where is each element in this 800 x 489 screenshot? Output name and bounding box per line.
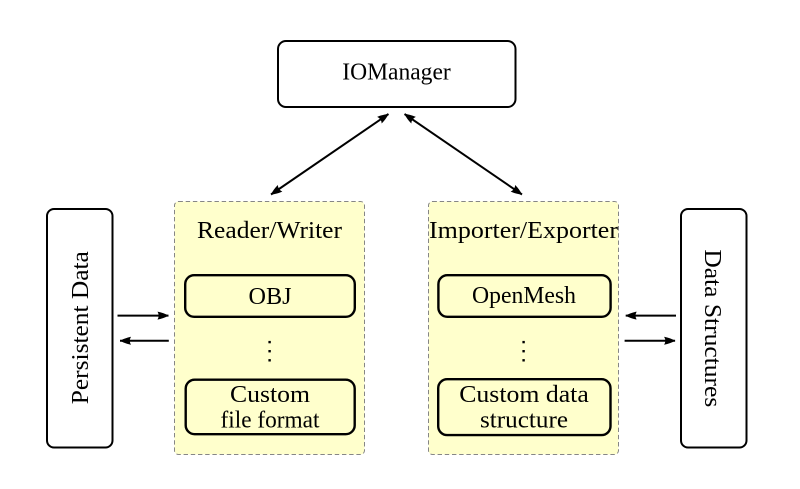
svg-text:Data Structures: Data Structures — [699, 249, 725, 407]
svg-text:Persistent Data: Persistent Data — [68, 251, 94, 404]
svg-text:OpenMesh: OpenMesh — [472, 283, 576, 309]
svg-text:IOManager: IOManager — [342, 60, 451, 86]
svg-text:Importer/Exporter: Importer/Exporter — [429, 218, 618, 244]
svg-text:OBJ: OBJ — [249, 284, 292, 310]
svg-text:structure: structure — [480, 408, 568, 434]
svg-text:file format: file format — [221, 408, 320, 434]
svg-text:Custom data: Custom data — [459, 382, 589, 408]
svg-text:Reader/Writer: Reader/Writer — [197, 218, 342, 244]
svg-text:Custom: Custom — [230, 382, 310, 408]
